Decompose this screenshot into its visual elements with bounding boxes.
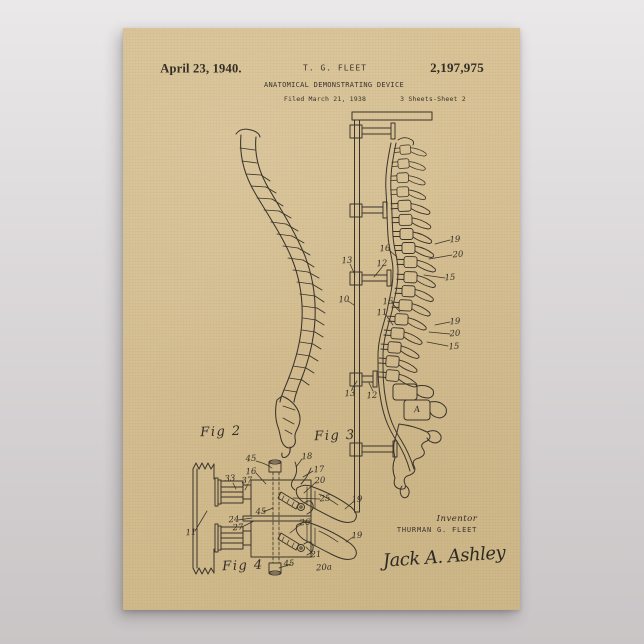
ref-label: 11 — [185, 527, 197, 539]
patent-poster: April 23, 1940. T. G. FLEET 2,197,975 AN… — [123, 28, 520, 610]
fig3-caption: Fig 3 — [314, 427, 356, 445]
inventor-name: THURMAN G. FLEET — [396, 526, 478, 534]
ref-label: 17 — [313, 464, 325, 476]
ref-label: 25 — [319, 493, 331, 505]
ref-label: 16 — [379, 243, 391, 255]
ref-label: 45 — [255, 506, 267, 518]
fig4-mount-post — [192, 462, 215, 575]
ref-label: 20a — [315, 562, 333, 574]
fig4-caption: Fig 4 — [222, 557, 264, 575]
ref-label: 10 — [338, 294, 350, 306]
fig3-leader-lines — [347, 239, 453, 392]
ref-label: 12 — [376, 258, 388, 270]
patent-number: 2,197,975 — [430, 60, 484, 75]
ref-label: 20 — [449, 328, 461, 340]
patent-filed-date: Filed March 21, 1938 — [283, 95, 367, 103]
ref-label: A — [413, 404, 421, 416]
ref-label: 19 — [449, 234, 461, 246]
ref-label: 15 — [444, 272, 456, 284]
patent-inventor-name-header: T. G. FLEET — [303, 63, 367, 73]
ref-label: 27 — [232, 522, 244, 534]
fig2-caption: Fig 2 — [200, 423, 242, 441]
patent-sheet-number: 3 Sheets-Sheet 2 — [400, 95, 466, 103]
ref-label: 33 — [224, 473, 236, 485]
inventor-signature: Jack A. Ashley — [382, 542, 506, 572]
ref-label: 20 — [452, 249, 464, 261]
ref-label: 20 — [314, 475, 326, 487]
ref-label: 12 — [366, 390, 378, 402]
patent-date: April 23, 1940. — [160, 61, 242, 76]
ref-label: 13 — [344, 388, 356, 400]
ref-label: 19 — [351, 494, 363, 506]
inventor-caption: Inventor — [436, 514, 478, 524]
text-layer: April 23, 1940. T. G. FLEET 2,197,975 AN… — [123, 28, 520, 610]
ref-label: 26 — [299, 517, 311, 529]
fig2-spine-drawing — [235, 128, 326, 459]
ref-label: 19 — [449, 316, 461, 328]
ref-label: 19 — [351, 530, 363, 542]
ref-label: 45 — [283, 558, 295, 570]
ref-label: 37 — [241, 475, 253, 487]
ref-label: 15 — [448, 341, 460, 353]
ref-label: 13 — [341, 255, 353, 267]
ref-label: 21 — [310, 549, 322, 561]
ref-label: 16 — [382, 296, 394, 308]
fig4-leader-lines — [194, 458, 354, 569]
ref-label: 11 — [376, 307, 388, 319]
ref-label: 18 — [301, 451, 313, 463]
fig3-spine-drawing — [377, 137, 447, 499]
patent-line-art — [192, 111, 453, 576]
ref-label: 45 — [245, 453, 257, 465]
patent-title: ANATOMICAL DEMONSTRATING DEVICE — [264, 81, 404, 89]
